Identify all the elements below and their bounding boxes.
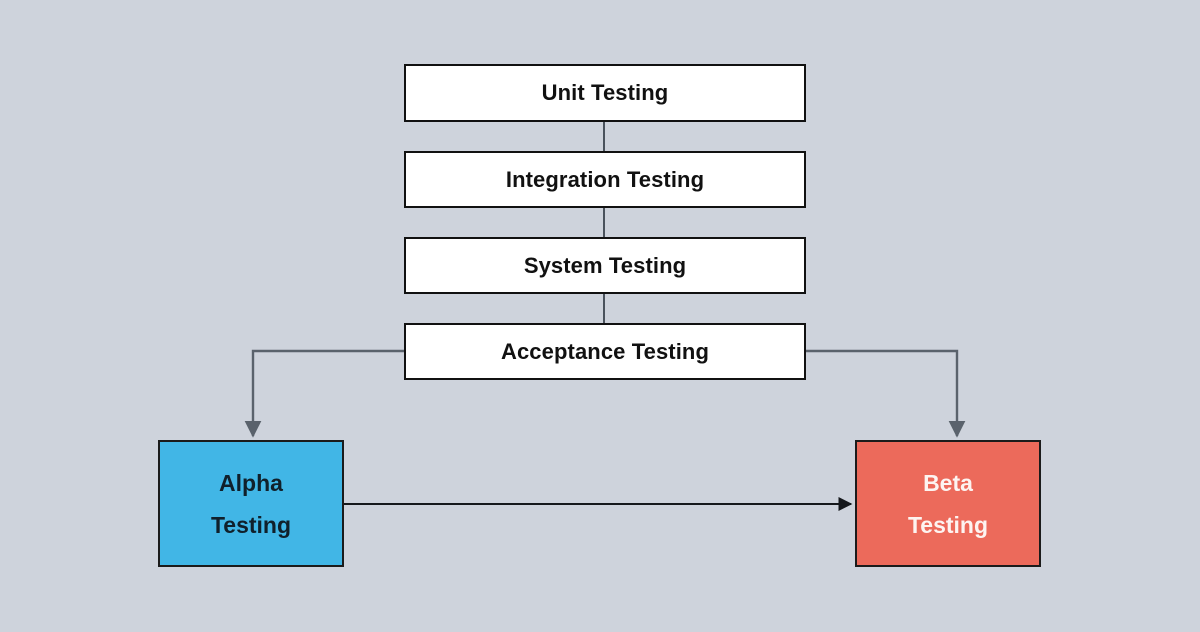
node-unit-testing[interactable]: Unit Testing: [404, 64, 806, 122]
node-alpha-testing[interactable]: Alpha Testing: [158, 440, 344, 567]
node-integration-testing-label: Integration Testing: [505, 166, 705, 192]
node-alpha-testing-label: Alpha Testing: [210, 469, 292, 538]
edge-acceptance-to-beta: [806, 349, 966, 438]
node-system-testing[interactable]: System Testing: [404, 237, 806, 294]
edge-acceptance-to-alpha: [244, 349, 404, 438]
node-acceptance-testing-label: Acceptance Testing: [500, 338, 709, 364]
node-system-testing-label: System Testing: [523, 252, 687, 278]
node-beta-testing-label: Beta Testing: [907, 469, 989, 538]
node-integration-testing[interactable]: Integration Testing: [404, 151, 806, 208]
node-acceptance-testing[interactable]: Acceptance Testing: [404, 323, 806, 380]
node-unit-testing-label: Unit Testing: [541, 80, 669, 105]
node-beta-testing[interactable]: Beta Testing: [855, 440, 1041, 567]
